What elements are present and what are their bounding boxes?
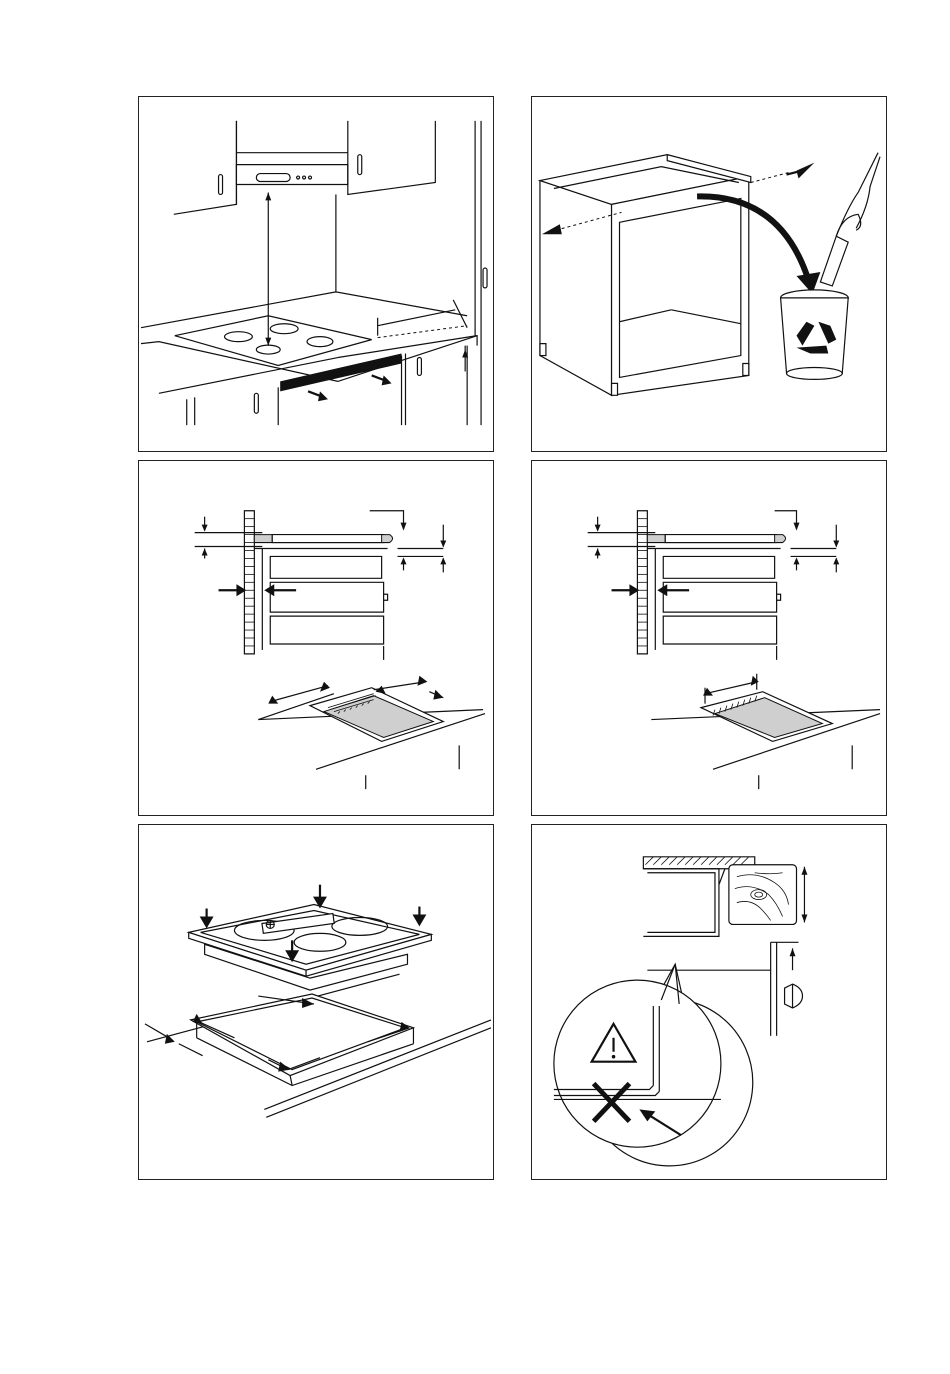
cutout-dimensions-drawing-a <box>139 461 493 815</box>
cutout-dimensions-drawing-b <box>532 461 886 815</box>
cabinet-rail-drawing <box>532 97 886 451</box>
hob-seal-drawing <box>139 825 493 1179</box>
kitchen-installation-drawing <box>139 97 493 451</box>
figure-remove-cabinet-rail-recycle <box>531 96 887 452</box>
figure-cutout-dimensions-wall-b <box>531 460 887 816</box>
worktop-edge-drawing <box>532 825 886 1179</box>
figure-hob-seal-placement <box>138 824 494 1180</box>
figure-hob-kitchen-installation <box>138 96 494 452</box>
figure-worktop-edge-warning <box>531 824 887 1180</box>
figure-cutout-dimensions-wall-a <box>138 460 494 816</box>
